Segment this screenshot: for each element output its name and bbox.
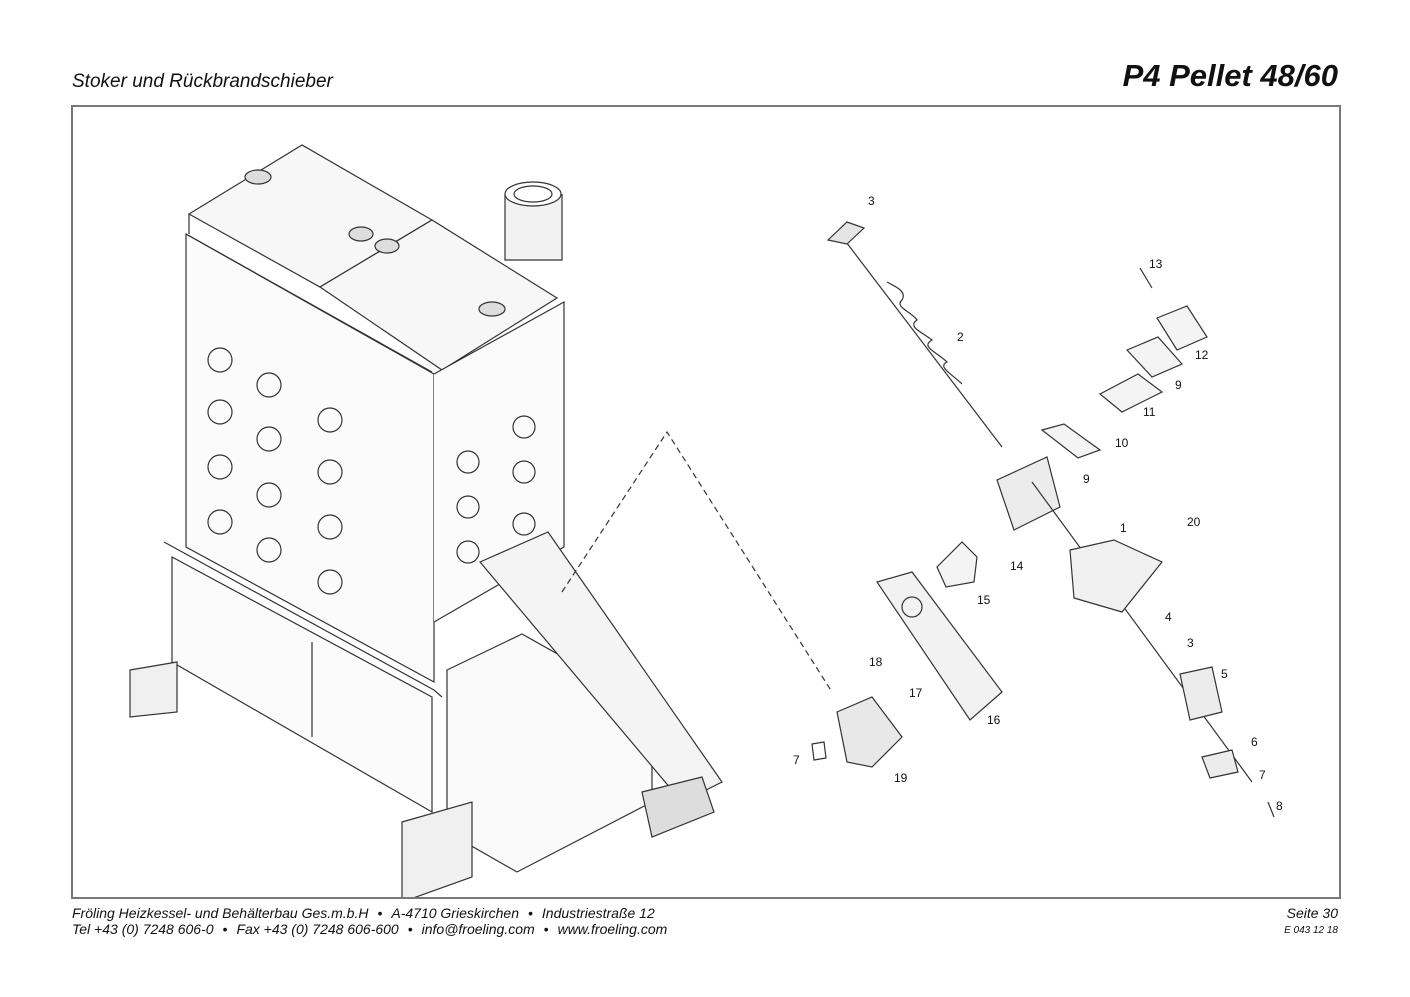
callout-label: 17: [909, 686, 923, 700]
drawing-frame: 3 2 13 12 9 11 10 9 1 20 14 15 4 3 5 18 …: [71, 105, 1341, 899]
callout-label: 5: [1221, 667, 1228, 681]
footer-web-link[interactable]: www.froeling.com: [557, 921, 668, 937]
footer-company: Fröling Heizkessel- und Behälterbau Ges.…: [72, 905, 369, 921]
callout-label: 9: [1083, 472, 1090, 486]
footer-tel: Tel +43 (0) 7248 606-0: [72, 921, 214, 937]
callout-label: 20: [1187, 515, 1201, 529]
callout-label: 6: [1251, 735, 1258, 749]
page-number: Seite 30: [1286, 905, 1338, 921]
callout-label: 1: [1120, 521, 1127, 535]
footer-contact-line: Tel +43 (0) 7248 606-0•Fax +43 (0) 7248 …: [72, 921, 668, 937]
callout-label: 7: [1259, 768, 1266, 782]
callout-label: 10: [1115, 436, 1129, 450]
callout-label: 7: [793, 753, 800, 767]
callout-label: 9: [1175, 378, 1182, 392]
callout-label: 2: [957, 330, 964, 344]
callout-label: 13: [1149, 257, 1163, 271]
footer-company-line: Fröling Heizkessel- und Behälterbau Ges.…: [72, 905, 655, 921]
footer-address: A-4710 Grieskirchen: [391, 905, 519, 921]
doc-number: E 043 12 18: [1284, 925, 1338, 936]
footer-street: Industriestraße 12: [541, 905, 655, 921]
callout-label: 8: [1276, 799, 1283, 813]
callout-label: 12: [1195, 348, 1209, 362]
callout-label: 14: [1010, 559, 1024, 573]
callout-label: 18: [869, 655, 883, 669]
section-title: Stoker und Rückbrandschieber: [72, 71, 333, 92]
exploded-view-drawing: [129, 144, 1275, 897]
footer-fax: Fax +43 (0) 7248 606-600: [236, 921, 399, 937]
model-title: P4 Pellet 48/60: [1122, 58, 1338, 93]
callout-label: 15: [977, 593, 991, 607]
callout-label: 3: [1187, 636, 1194, 650]
footer-email-link[interactable]: info@froeling.com: [421, 921, 535, 937]
callout-label: 4: [1165, 610, 1172, 624]
callout-label: 11: [1143, 405, 1156, 419]
callout-label: 16: [987, 713, 1001, 727]
callout-label: 3: [868, 194, 875, 208]
callout-label: 19: [894, 771, 908, 785]
